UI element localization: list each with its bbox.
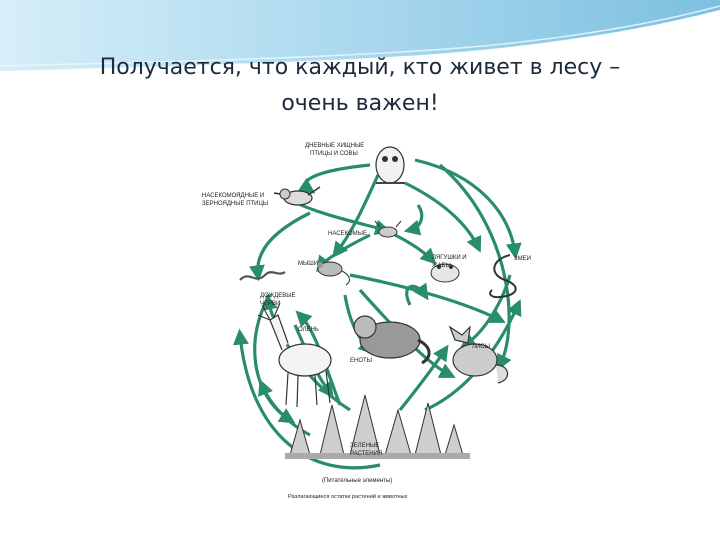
frog-icon bbox=[430, 263, 460, 283]
label-plants-2: РАСТЕНИЯ bbox=[350, 451, 382, 457]
label-deer: ОЛЕНЬ bbox=[298, 327, 319, 333]
label-nutrients: (Питательные элементы) bbox=[322, 478, 392, 484]
food-web-diagram: ДНЕВНЫЕ ХИЩНЫЕ ПТИЦЫ И СОВЫ НАСЕКОМОЯДНЫ… bbox=[202, 143, 531, 500]
label-frogs-1: ЛЯГУШКИ И bbox=[432, 255, 467, 261]
label-insect-birds-2: ЗЕРНОЯДНЫЕ ПТИЦЫ bbox=[202, 201, 268, 207]
label-worms-1: ДОЖДЕВЫЕ bbox=[260, 293, 296, 299]
label-raccoons: ЕНОТЫ bbox=[350, 358, 372, 364]
food-web-arrows bbox=[233, 158, 522, 470]
mouse-icon bbox=[317, 261, 350, 286]
raccoon-icon bbox=[353, 315, 431, 365]
label-birds-prey-2: ПТИЦЫ И СОВЫ bbox=[310, 151, 358, 157]
label-decomposition: Разлагающиеся остатки растений и животны… bbox=[288, 493, 408, 500]
label-foxes: ЛИСЫ bbox=[472, 344, 490, 350]
owl-icon bbox=[375, 146, 405, 184]
header-wave bbox=[0, 0, 720, 73]
deer-icon bbox=[257, 302, 332, 408]
plants-icon bbox=[285, 394, 470, 459]
worm-icon bbox=[239, 271, 286, 281]
label-frogs-2: ЖАБЫ bbox=[432, 263, 451, 269]
diagram-labels: ДНЕВНЫЕ ХИЩНЫЕ ПТИЦЫ И СОВЫ НАСЕКОМОЯДНЫ… bbox=[202, 143, 531, 500]
label-insects: НАСЕКОМЫЕ bbox=[328, 231, 367, 237]
bird-icon bbox=[273, 186, 321, 206]
title-line-2: очень важен! bbox=[281, 91, 439, 116]
label-plants-1: ЗЕЛЕНЫЕ bbox=[350, 443, 379, 449]
label-birds-prey-1: ДНЕВНЫЕ ХИЩНЫЕ bbox=[305, 143, 364, 149]
label-worms-2: ЧЕРВИ bbox=[260, 301, 280, 307]
snake-icon bbox=[489, 254, 517, 299]
slide-title: Получается, что каждый, кто живет в лесу… bbox=[40, 50, 680, 122]
title-line-1: Получается, что каждый, кто живет в лесу… bbox=[99, 55, 621, 80]
label-mice: МЫШИ bbox=[298, 261, 318, 267]
label-insect-birds-1: НАСЕКОМОЯДНЫЕ И bbox=[202, 193, 264, 199]
label-snakes: ЗМЕИ bbox=[514, 256, 531, 262]
fox-icon bbox=[448, 325, 509, 384]
insect-icon bbox=[374, 220, 402, 238]
